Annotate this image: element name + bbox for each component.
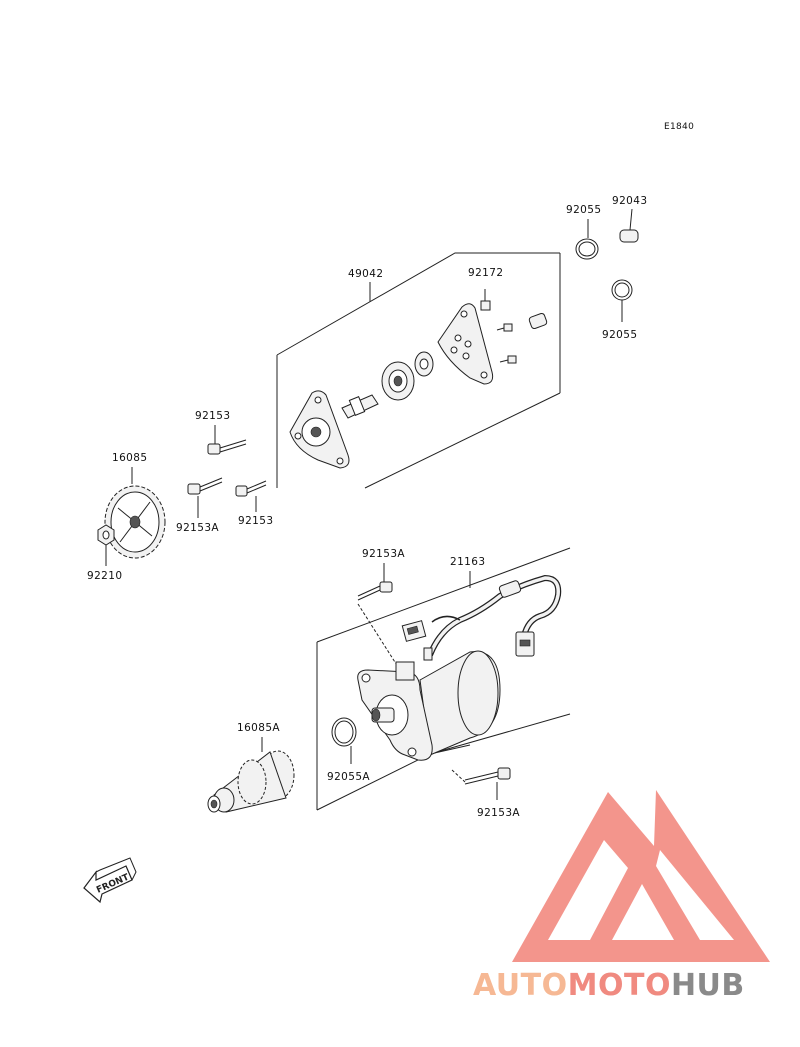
bushing-part [528,312,548,330]
watermark-part-auto: AUTO [473,968,568,1003]
watermark-logo [512,790,770,962]
bolt-92153A-bottom [464,767,511,785]
bolt-92153-b [235,480,267,497]
bolt-92153-a [207,439,247,455]
small-screw-a [496,323,513,332]
watermark-part-moto: MOTO [568,968,671,1003]
label-92055-right: 92055 [602,329,637,341]
label-92043: 92043 [612,195,647,207]
label-92210: 92210 [87,570,122,582]
wiring-harness-21163 [401,574,562,661]
label-16085: 16085 [112,452,147,464]
sprocket-16085 [104,485,166,559]
svg-text:AUTOMOTOHUB: AUTOMOTOHUB [473,968,745,1003]
starter-clutch-gear-16085A [207,750,295,813]
label-21163: 21163 [450,556,485,568]
collar-92043 [619,229,639,243]
cover-plate-part [289,390,350,469]
mounting-plate-part [437,303,494,385]
label-92153-a: 92153 [195,410,230,422]
front-direction-marker: FRONT [83,857,137,904]
label-92153A-top: 92153A [362,548,405,560]
label-92055A: 92055A [327,771,370,783]
washer-part [414,351,434,377]
label-92153A-bottom: 92153A [477,807,520,819]
starter-motor-part [357,650,501,761]
assembly-49042-frame [276,252,561,489]
small-screw-b [499,355,517,364]
shaft-part [341,394,379,419]
label-16085A: 16085A [237,722,280,734]
watermark-wordmark: AUTOMOTOHUB [473,968,745,1003]
label-92055-top: 92055 [566,204,601,216]
bolt-92153A-left [187,477,223,495]
small-screw-92172 [480,289,491,311]
nut-92210 [97,524,115,546]
label-49042: 49042 [348,268,383,280]
gear-hub-part [381,361,415,401]
diagram-code: E1840 [664,122,694,132]
bolt-92153A-top [357,581,393,601]
label-92153-b: 92153 [238,515,273,527]
label-92153A-left: 92153A [176,522,219,534]
label-92172: 92172 [468,267,503,279]
watermark-part-hub: HUB [671,968,745,1003]
o-ring-92055A [331,717,357,747]
